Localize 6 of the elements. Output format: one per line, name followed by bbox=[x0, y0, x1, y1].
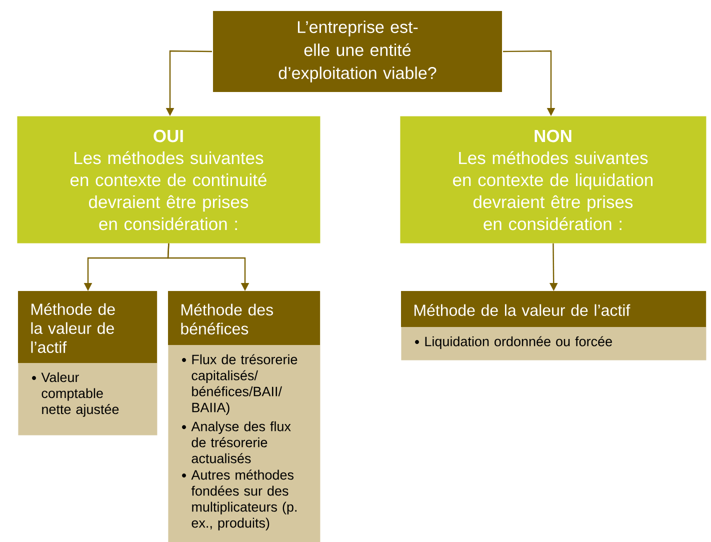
answer-box: OUI Les méthodes suivantes en contexte de continuité devraient être prises en considération : bbox=[17, 116, 320, 244]
question-box: L’entreprise est-elle une entité d’exploitation viable? bbox=[212, 10, 503, 93]
method-box: Méthode de la valeur de l’actif Valeur comptable nette ajustée bbox=[18, 291, 158, 436]
answer-box: NON Les méthodes suivantes en contexte de liquidation devraient être prises en considération : bbox=[400, 116, 706, 244]
method-box: Méthode des bénéfices Flux de trésorerie capitalisés/ bénéfices/BAII/ BAIIA) Analyse des flux de trésorerie actualisés Autres méthodes fondées sur des multiplicateurs (p. ex., produits) bbox=[168, 291, 320, 542]
method-box: Méthode de la valeur de l’actif Liquidation ordonnée ou forcée bbox=[401, 291, 706, 360]
